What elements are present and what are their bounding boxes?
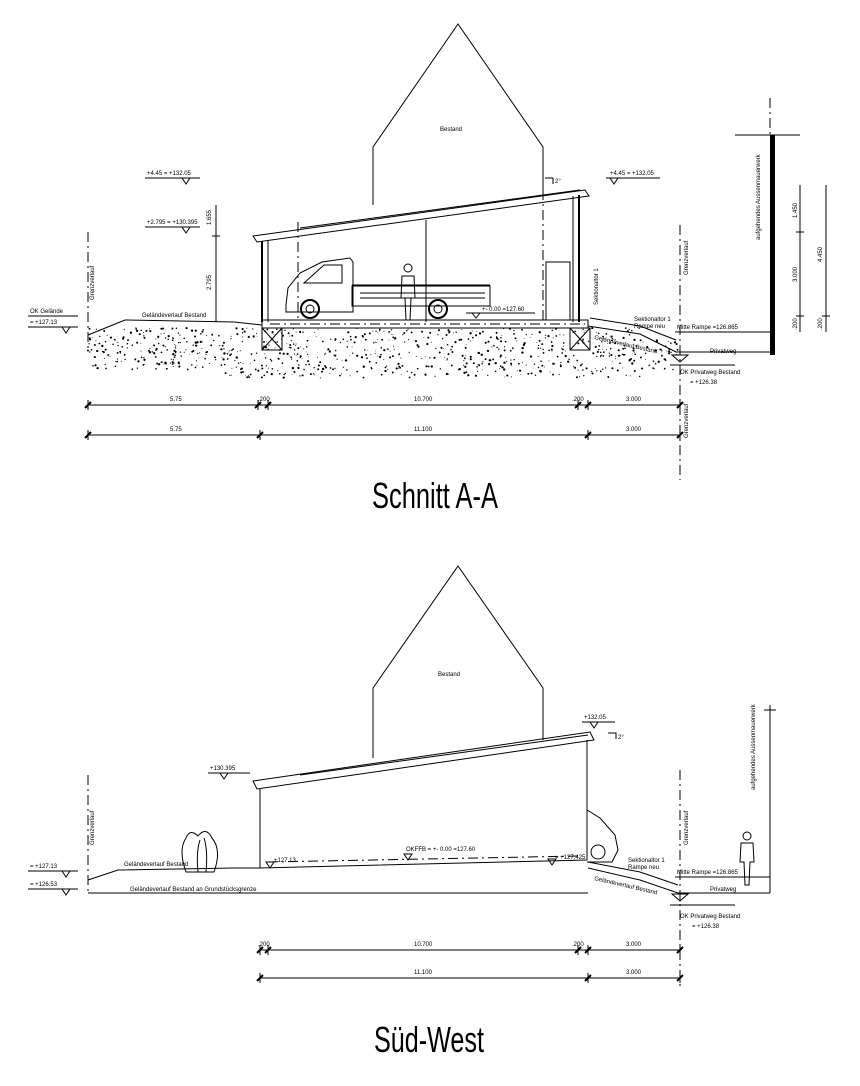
dim-a-3: 10.700 bbox=[414, 397, 433, 403]
floor-slab bbox=[261, 319, 589, 329]
level-eave-sw: +130.395 bbox=[210, 766, 236, 772]
dim-a-1: 5.75 bbox=[170, 397, 182, 403]
carport-roof-sw bbox=[252, 731, 595, 790]
level-ridge-right: +4.45 = +132.05 bbox=[610, 171, 655, 177]
dim-sw-5: 11.100 bbox=[414, 970, 433, 976]
dim-wall-1: 1.450 bbox=[793, 202, 799, 218]
terrain-left bbox=[87, 319, 263, 336]
door bbox=[545, 261, 571, 321]
carport-wall-sw bbox=[259, 740, 588, 869]
person bbox=[400, 263, 416, 321]
boundary-label-right: Grenzverlauf bbox=[684, 240, 690, 275]
ramp-label-bottom: Rampe neu bbox=[634, 324, 665, 330]
slope-mark-sw: 2° bbox=[618, 735, 624, 741]
dim-sw-1: .200 bbox=[258, 942, 270, 948]
privateway-level: OK Privatweg Bestand bbox=[680, 370, 740, 376]
terrain-level-value: = +127.13 bbox=[30, 320, 58, 326]
dim-upper: 1.655 bbox=[207, 209, 213, 225]
ramp-label-sw: Rampe neu bbox=[628, 865, 659, 871]
dim-a-2: .200 bbox=[258, 397, 270, 403]
dim-wall-2: 3.000 bbox=[793, 266, 799, 282]
dim-sw-3: .200 bbox=[572, 942, 584, 948]
dim-wall-total-base: .200 bbox=[818, 318, 824, 330]
floor-left-level: +127.13 bbox=[274, 858, 297, 864]
boundary-label-right-2: Grenzverlauf bbox=[684, 403, 690, 438]
terrain-sw bbox=[87, 867, 260, 881]
level-eave-left: +2.795 = +130.395 bbox=[147, 220, 198, 226]
terrain-label-sw: Geländeverlauf Bestand bbox=[124, 862, 188, 868]
level-ridge-sw: +132.05 bbox=[584, 715, 607, 721]
terrain-boundary-label: Geländeverlauf Bestand an Grundstücksgre… bbox=[130, 887, 257, 893]
masonry-label: aufgehendes Aussenmauerwerk bbox=[756, 153, 762, 240]
existing-house-outline bbox=[372, 23, 544, 205]
level-left-2: = +126.53 bbox=[30, 882, 58, 888]
dim-wall-total: 4.450 bbox=[818, 246, 824, 262]
dim-a-5: 3.000 bbox=[626, 397, 642, 403]
privateway-sw: Privatweg bbox=[710, 887, 736, 893]
level-left-1: = +127.13 bbox=[30, 864, 58, 870]
masonry-label-sw: aufgehendes Aussenmauerwerk bbox=[751, 703, 757, 790]
dim-b-2: 11.100 bbox=[414, 427, 433, 433]
privateway-level-value: = +126.38 bbox=[690, 380, 718, 386]
floor-right-level: = +127.425 bbox=[555, 855, 586, 861]
section-a-drawing: Bestand bbox=[28, 23, 830, 516]
dim-sw-6: 3.000 bbox=[626, 970, 642, 976]
terrain-right bbox=[587, 325, 770, 353]
truck bbox=[285, 257, 491, 319]
person-sw bbox=[739, 831, 755, 886]
section-title: Schnitt A-A bbox=[372, 475, 498, 516]
existing-house-outline-sw bbox=[372, 565, 544, 758]
house-label: Bestand bbox=[440, 127, 462, 133]
south-west-title: Süd-West bbox=[374, 1019, 484, 1060]
dim-sw-2: 10.700 bbox=[414, 942, 433, 948]
foundation-left bbox=[261, 327, 283, 351]
carport-roof bbox=[252, 189, 590, 243]
privateway-level-value-sw: = +126.38 bbox=[692, 924, 720, 930]
ramp-line bbox=[589, 317, 677, 341]
gate-label: Sektionaltor 1 bbox=[594, 268, 600, 305]
ramp-mid-level: Mitte Rampe =126.865 bbox=[677, 325, 739, 331]
terrain-right-label-sw: Geländeverlauf Bestand bbox=[594, 876, 658, 896]
south-west-drawing: Bestand +130.395 +132.05 2° +127.13 OKFF… bbox=[28, 565, 776, 1060]
dim-a-4: .200 bbox=[572, 397, 584, 403]
dim-sw-4: 3.000 bbox=[626, 942, 642, 948]
dim-lower: 2.795 bbox=[207, 274, 213, 290]
boundary-right-sw: Grenzverlauf bbox=[684, 810, 690, 845]
dim-b-3: 3.000 bbox=[626, 427, 642, 433]
floor-level: +- 0.00 =127.60 bbox=[482, 307, 525, 313]
privateway-level-sw: OK Privatweg Bestand bbox=[680, 914, 740, 920]
terrain-level-label: OK Gelände bbox=[30, 309, 64, 315]
privateway-label: Privatweg bbox=[710, 349, 736, 355]
boundary-left-sw: Grenzverlauf bbox=[90, 810, 96, 845]
house-label-sw: Bestand bbox=[438, 672, 460, 678]
car-hint bbox=[586, 809, 619, 863]
soil-hatch bbox=[87, 327, 679, 379]
level-ridge-left: +4.45 = +132.05 bbox=[147, 171, 192, 177]
slope-mark: 2° bbox=[555, 179, 561, 185]
floor-level-sw: OKFFB = +- 0.00 =127.60 bbox=[406, 847, 476, 853]
terrain-right-sw bbox=[587, 867, 770, 894]
foundation-right bbox=[569, 327, 591, 351]
masonry-wall bbox=[770, 135, 775, 355]
gate-label-sw: Sektionaltor 1 bbox=[628, 858, 665, 864]
dim-b-1: 5.75 bbox=[170, 427, 182, 433]
terrain-label: Geländeverlauf Bestand bbox=[142, 313, 206, 319]
ramp-mid-sw: Mitte Rampe =126.865 bbox=[677, 870, 739, 876]
ramp-label-top: Sektionaltor 1 bbox=[634, 317, 671, 323]
boundary-label-left: Grenzverlauf bbox=[90, 265, 96, 300]
dim-wall-3: .200 bbox=[793, 318, 799, 330]
